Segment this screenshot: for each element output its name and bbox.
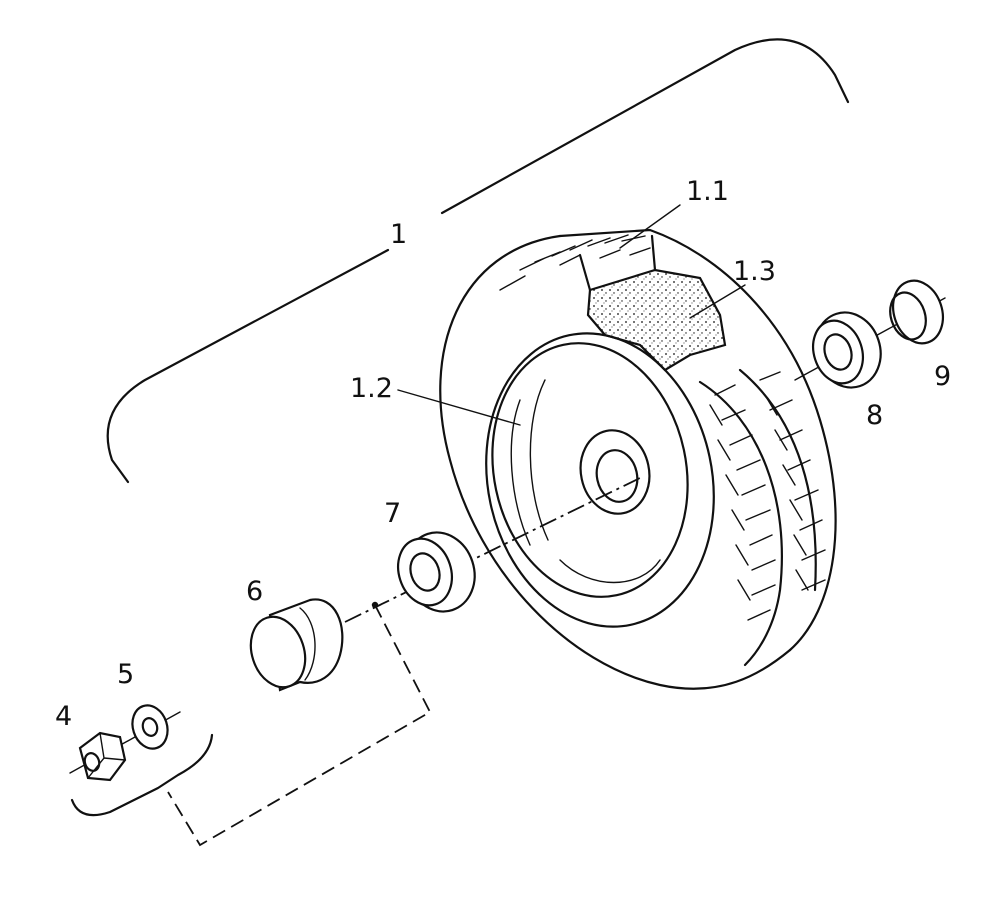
bearing-right: [812, 311, 882, 389]
hex-nut: [78, 731, 127, 782]
axle-centerline: [344, 477, 641, 623]
leader-1-1: [619, 204, 681, 249]
hub-bore: [595, 449, 639, 503]
callout-9: 9: [934, 361, 951, 392]
group-brace: [70, 733, 214, 817]
callout-5: 5: [117, 659, 134, 690]
callout-1-2: 1.2: [350, 373, 393, 404]
rim-outer: [485, 332, 715, 628]
retaining-ring: [889, 279, 944, 345]
tire-tread-band: [558, 228, 837, 652]
axle-cap: [249, 598, 344, 692]
assembly-brace: [106, 38, 850, 484]
callout-8: 8: [866, 400, 883, 431]
leader-1-3: [689, 284, 746, 319]
washer: [131, 704, 169, 750]
tire-cutaway-section: [586, 268, 727, 372]
callout-1: 1: [390, 219, 407, 250]
callout-4: 4: [55, 701, 72, 732]
tread-pattern: [499, 234, 826, 621]
tire-outer-edge: [439, 234, 792, 690]
rim-inner-ring: [491, 342, 689, 598]
bearing-left: [397, 531, 476, 613]
callout-1-3: 1.3: [733, 256, 776, 287]
dashed-link: [167, 604, 432, 847]
leader-1-2: [397, 389, 521, 426]
callout-7: 7: [384, 498, 401, 529]
wheel: [439, 228, 837, 690]
callout-1-1: 1.1: [686, 176, 729, 207]
callout-6: 6: [246, 576, 263, 607]
